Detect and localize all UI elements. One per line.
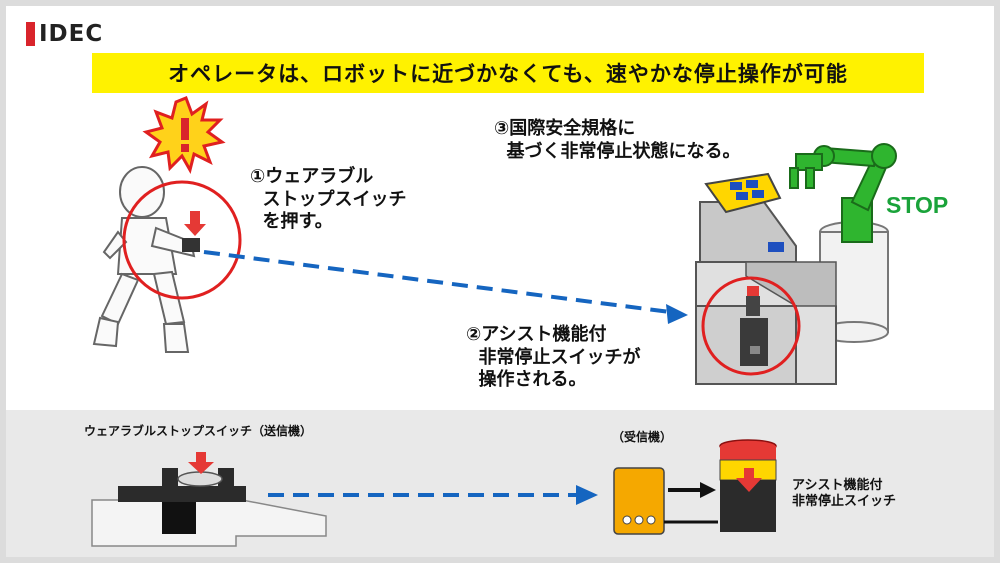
operator-highlight-circle (122, 180, 242, 300)
logo-mark (26, 22, 35, 46)
receiver-device-icon (613, 467, 665, 535)
switch-highlight-circle (701, 276, 801, 376)
estop-switch-icon (719, 439, 777, 532)
connector-arrowhead (700, 482, 716, 498)
logo-text: IDEC (39, 21, 104, 47)
signal-arrow-top (203, 250, 671, 314)
transmitter-label: ウェアラブルストップスイッチ（送信機） (84, 424, 313, 438)
robot-cell (695, 172, 889, 385)
step3-label: ③国際安全規格に 基づく非常停止状態になる。 (494, 118, 741, 162)
step2-label: ②アシスト機能付 非常停止スイッチが 操作される。 (466, 324, 641, 390)
signal-arrowhead-top (666, 304, 688, 324)
signal-arrowhead-bottom (576, 485, 598, 505)
assist-estop-switch-icon (740, 286, 768, 366)
headline-text: オペレータは、ロボットに近づかなくても、速やかな停止操作が可能 (168, 62, 848, 86)
wearable-switch-icon (182, 211, 206, 252)
robot-arm-icon (789, 143, 897, 243)
headline-banner: オペレータは、ロボットに近づかなくても、速やかな停止操作が可能 (92, 53, 924, 93)
warning-burst-icon (142, 96, 226, 174)
operator-figure (92, 166, 196, 353)
switch-label: アシスト機能付 非常停止スイッチ (792, 478, 897, 510)
transmitter-device-icon (91, 452, 327, 547)
receiver-label: （受信機） (612, 430, 673, 444)
illustration (91, 96, 897, 547)
stop-label: STOP (886, 192, 949, 218)
idec-logo: IDEC (26, 20, 103, 48)
step1-label: ①ウェアラブル ストップスイッチ を押す。 (250, 166, 407, 232)
